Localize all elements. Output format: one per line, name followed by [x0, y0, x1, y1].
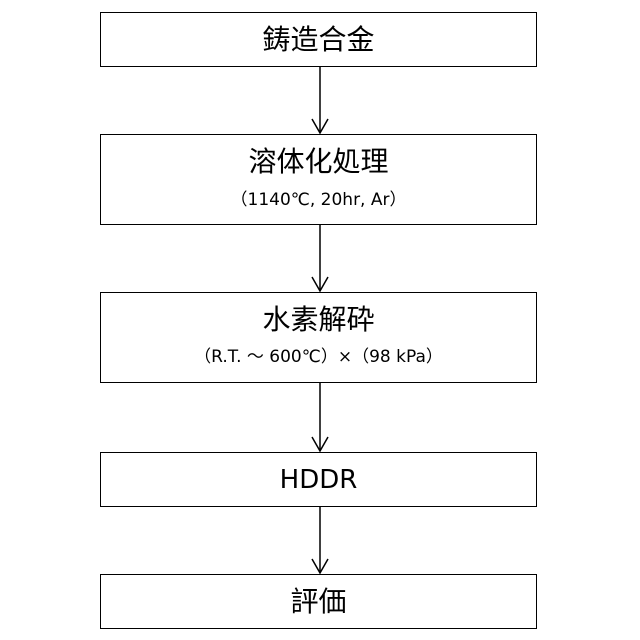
step-title: HDDR — [101, 453, 536, 494]
flow-arrow — [306, 67, 334, 134]
step-title: 水素解砕 — [101, 293, 536, 334]
step-evaluation: 評価 — [100, 574, 537, 629]
step-hydrogen-decrepitation: 水素解砕 （R.T. ～ 600℃）×（98 kPa） — [100, 292, 537, 383]
step-detail: （R.T. ～ 600℃）×（98 kPa） — [101, 334, 536, 366]
step-title: 評価 — [101, 575, 536, 616]
step-hddr: HDDR — [100, 452, 537, 507]
step-title: 溶体化処理 — [101, 135, 536, 176]
flow-arrow — [306, 383, 334, 452]
step-detail: （1140℃, 20hr, Ar） — [101, 176, 536, 209]
step-solution-treatment: 溶体化処理 （1140℃, 20hr, Ar） — [100, 134, 537, 225]
step-title: 鋳造合金 — [101, 13, 536, 54]
step-casting-alloy: 鋳造合金 — [100, 12, 537, 67]
flow-arrow — [306, 225, 334, 292]
flow-arrow — [306, 507, 334, 574]
